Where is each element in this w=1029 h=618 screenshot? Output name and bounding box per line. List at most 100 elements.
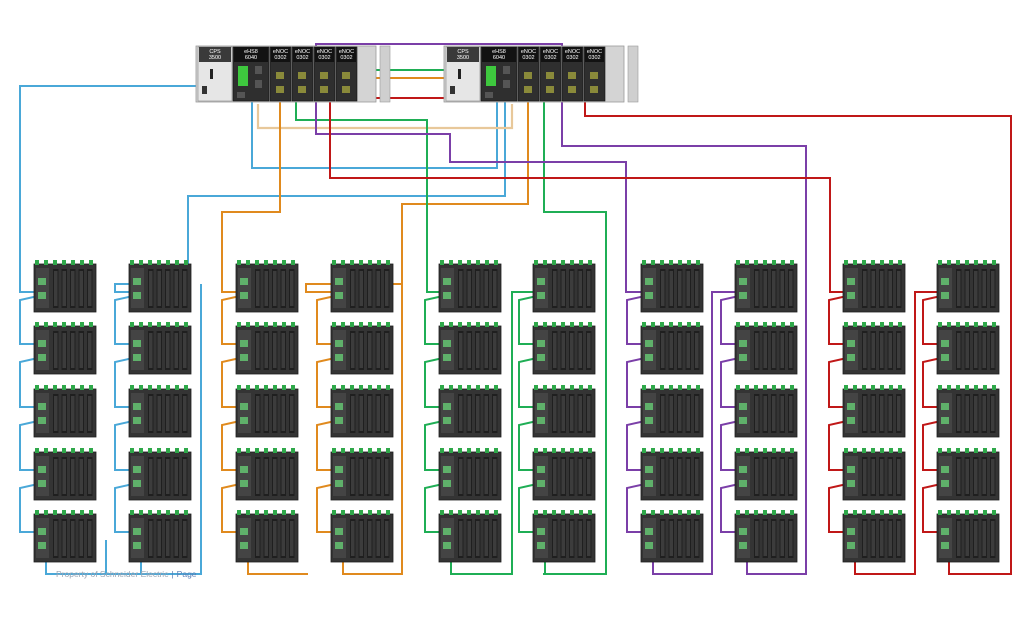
drop-column-3 bbox=[235, 260, 299, 563]
io-drop bbox=[438, 260, 502, 313]
module-label-line: 0302 bbox=[318, 55, 330, 61]
io-drop bbox=[936, 448, 1000, 501]
daisy-chain-link bbox=[922, 483, 942, 533]
daisy-chain-link bbox=[828, 357, 848, 408]
module-label-line: eNOC bbox=[521, 49, 536, 55]
daisy-chain-link bbox=[922, 357, 942, 408]
column-return-link bbox=[544, 562, 605, 575]
daisy-chain-link bbox=[518, 357, 538, 408]
module-label-line: 0302 bbox=[588, 55, 600, 61]
daisy-chain-link bbox=[316, 295, 336, 345]
daisy-chain-link bbox=[626, 357, 646, 408]
daisy-chain-link bbox=[316, 420, 336, 471]
trunk-purple-a bbox=[315, 43, 807, 575]
module-label-line: 0302 bbox=[340, 55, 352, 61]
io-drop bbox=[438, 322, 502, 375]
io-drop bbox=[842, 322, 906, 375]
module-label-line: eNOC bbox=[317, 49, 332, 55]
module-label-line: 0302 bbox=[544, 55, 556, 61]
module-label-line: eHS8 bbox=[492, 49, 506, 55]
column-return-link bbox=[746, 562, 807, 575]
daisy-chain-link bbox=[720, 483, 740, 533]
trunk-green-c bbox=[454, 291, 533, 575]
daisy-chain-link bbox=[221, 483, 241, 533]
column-return-link bbox=[948, 562, 1009, 575]
drop-column-2 bbox=[128, 260, 192, 563]
trunk-light-blue-a bbox=[19, 85, 214, 293]
drop-column-9 bbox=[842, 260, 906, 563]
daisy-chain-link bbox=[828, 483, 848, 533]
io-drop bbox=[842, 385, 906, 438]
daisy-chain-link bbox=[626, 483, 646, 533]
trunk-purple-c bbox=[656, 291, 735, 575]
daisy-chain-link bbox=[424, 420, 444, 471]
io-drop bbox=[532, 260, 596, 313]
io-drop bbox=[640, 448, 704, 501]
module-label-line: 6040 bbox=[245, 55, 257, 61]
io-drop bbox=[128, 448, 192, 501]
module-label-line: 0302 bbox=[566, 55, 578, 61]
module-label-line: eNOC bbox=[587, 49, 602, 55]
io-drop bbox=[33, 260, 97, 313]
module-label-line: 3500 bbox=[457, 55, 469, 61]
trunk-tan bbox=[256, 104, 514, 130]
io-drop bbox=[330, 510, 394, 563]
column-return-link bbox=[652, 562, 713, 575]
io-drop bbox=[438, 448, 502, 501]
module-label-line: eNOC bbox=[565, 49, 580, 55]
daisy-chain-link bbox=[518, 420, 538, 471]
io-drop bbox=[33, 448, 97, 501]
daisy-chain-link bbox=[720, 357, 740, 408]
io-drop bbox=[330, 385, 394, 438]
drop-column-6 bbox=[532, 260, 596, 563]
daisy-chain-link bbox=[922, 420, 942, 471]
daisy-chain-link bbox=[221, 295, 241, 345]
io-drop bbox=[128, 385, 192, 438]
io-drop bbox=[330, 448, 394, 501]
trunk-red-b bbox=[329, 98, 843, 293]
rack-end-cap bbox=[379, 45, 391, 103]
io-drop bbox=[640, 385, 704, 438]
daisy-chain-link bbox=[316, 357, 336, 408]
module-label-line: eNOC bbox=[273, 49, 288, 55]
daisy-chain-link bbox=[19, 357, 39, 408]
drop-column-5 bbox=[438, 260, 502, 563]
remote-io-drops bbox=[33, 260, 1000, 563]
io-drop bbox=[936, 260, 1000, 313]
trunk-green-a bbox=[295, 96, 439, 293]
footer-page: Page bbox=[177, 569, 197, 579]
io-drop bbox=[734, 510, 798, 563]
io-drop bbox=[842, 260, 906, 313]
daisy-chain-link bbox=[828, 295, 848, 345]
io-drop bbox=[734, 260, 798, 313]
daisy-chain-link bbox=[626, 295, 646, 345]
module-label-line: 3500 bbox=[209, 55, 221, 61]
io-drop bbox=[640, 322, 704, 375]
daisy-chain-link bbox=[720, 295, 740, 345]
io-drop bbox=[330, 260, 394, 313]
drop-column-7 bbox=[640, 260, 704, 563]
rack-end-cap bbox=[627, 45, 639, 103]
module-label-line: 0302 bbox=[522, 55, 534, 61]
column-return-link bbox=[342, 562, 403, 575]
daisy-chain-link bbox=[424, 483, 444, 533]
io-drop bbox=[128, 510, 192, 563]
footer-separator: | bbox=[171, 569, 173, 579]
daisy-chain-link bbox=[114, 357, 134, 408]
daisy-chain-link bbox=[114, 483, 134, 533]
io-drop bbox=[438, 385, 502, 438]
daisy-chain-link bbox=[518, 483, 538, 533]
cpu-display bbox=[486, 66, 496, 86]
io-drop bbox=[532, 448, 596, 501]
module-label-line: eNOC bbox=[339, 49, 354, 55]
io-drop bbox=[128, 322, 192, 375]
daisy-chain-link bbox=[19, 295, 39, 345]
